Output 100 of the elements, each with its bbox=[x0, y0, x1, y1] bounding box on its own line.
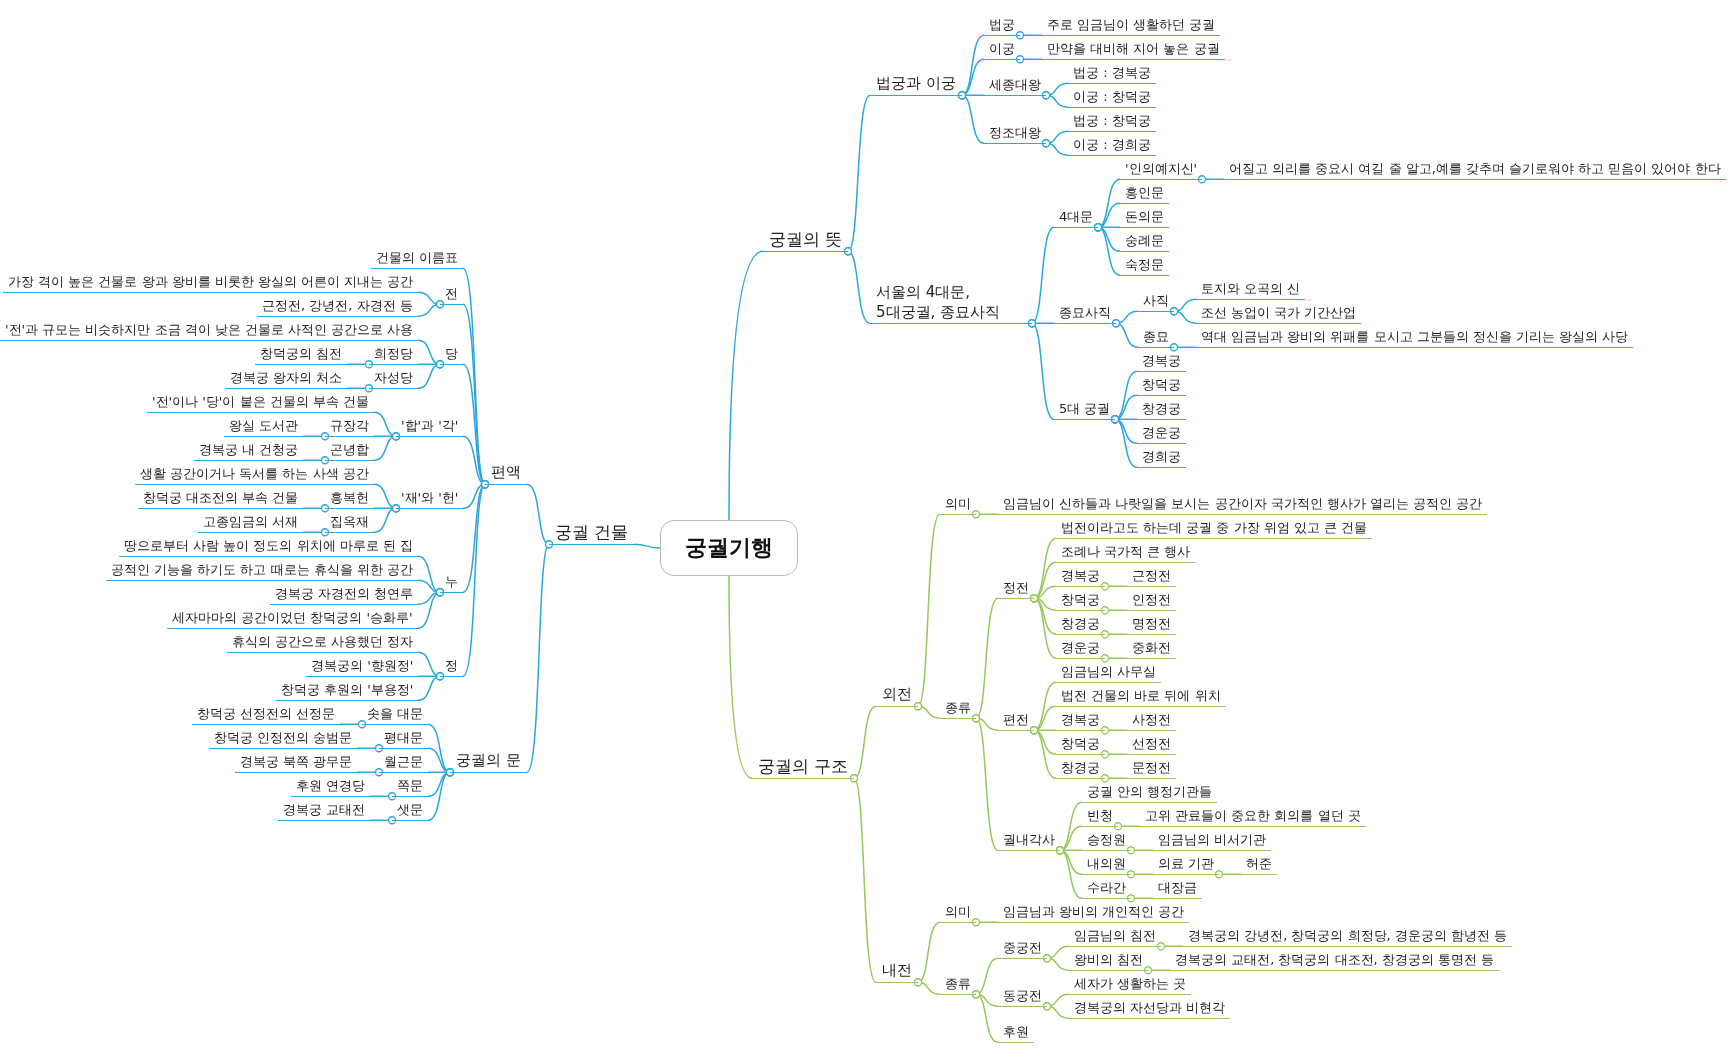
subtopic: 편액 bbox=[485, 463, 527, 485]
subtopic: 창덕궁의 침전 bbox=[255, 346, 348, 365]
branch-line bbox=[1143, 966, 1171, 975]
branch-line bbox=[1093, 223, 1121, 276]
branch-line bbox=[913, 702, 941, 719]
subtopic: 내의원 bbox=[1082, 856, 1131, 875]
branch-line bbox=[1197, 175, 1225, 184]
subtopic: 창덕궁 bbox=[1137, 377, 1186, 396]
subtopic: 임금님과 왕비의 개인적인 공간 bbox=[998, 904, 1190, 923]
branch-line bbox=[913, 978, 941, 995]
branch-line bbox=[1100, 774, 1128, 783]
subtopic: 후원 bbox=[998, 1024, 1034, 1043]
subtopic: 종묘 bbox=[1138, 329, 1174, 348]
branch-line bbox=[339, 720, 367, 729]
subtopic: 의료 기관 bbox=[1153, 856, 1220, 875]
subtopic: 경복궁 자경전의 청연루 bbox=[270, 586, 419, 605]
branch-line bbox=[1126, 846, 1154, 855]
branch-line bbox=[417, 588, 445, 629]
branch-line bbox=[373, 432, 401, 461]
branch-line bbox=[1055, 846, 1083, 899]
subtopic: 조례나 국가적 큰 행사 bbox=[1056, 544, 1196, 563]
branch-line bbox=[302, 456, 330, 465]
subtopic: 숭례문 bbox=[1120, 233, 1169, 252]
subtopic: 종묘사직 bbox=[1054, 305, 1116, 324]
subtopic: 빈청 bbox=[1082, 808, 1118, 827]
subtopic: 경희궁 bbox=[1137, 449, 1186, 468]
subtopic: 임금님의 비서기관 bbox=[1153, 832, 1272, 851]
subtopic: 월근문 bbox=[379, 754, 428, 773]
subtopic: 고종임금의 서재 bbox=[198, 514, 304, 533]
subtopic: 토지와 오곡의 신 bbox=[1196, 281, 1306, 300]
branch-line bbox=[728, 575, 753, 779]
branch-line bbox=[1156, 942, 1184, 951]
branch-line bbox=[1041, 139, 1069, 156]
branch-line bbox=[971, 714, 999, 851]
branch-line bbox=[1113, 822, 1141, 831]
branch-line bbox=[417, 360, 445, 389]
subtopic: '재'와 '헌' bbox=[396, 490, 464, 509]
subtopic: 정전 bbox=[998, 580, 1034, 599]
branch-line bbox=[1126, 894, 1154, 903]
branch-line bbox=[373, 504, 401, 533]
subtopic: 사정전 bbox=[1127, 712, 1176, 731]
branch-line bbox=[1100, 726, 1128, 735]
subtopic: 세자마마의 공간이었던 창덕궁의 '승화루' bbox=[167, 610, 418, 629]
branch-line bbox=[346, 384, 374, 393]
subtopic: 경복궁 내 건청궁 bbox=[194, 442, 304, 461]
subtopic: 왕실 도서관 bbox=[224, 418, 304, 437]
subtopic: 세자가 생활하는 곳 bbox=[1069, 976, 1192, 995]
branch-line bbox=[1027, 319, 1055, 420]
subtopic: 서울의 4대문, 5대궁궐, 종묘사직 bbox=[870, 283, 1032, 324]
branch-line bbox=[369, 816, 397, 825]
subtopic: 가장 격이 높은 건물로 왕과 왕비를 비롯한 왕실의 어른이 지내는 공간 bbox=[3, 274, 419, 293]
branch-line bbox=[957, 91, 985, 144]
subtopic: 어질고 의리를 중요시 여길 줄 알고,예를 갖추며 슬기로워야 하고 믿음이 있어야 한다 bbox=[1224, 161, 1726, 180]
subtopic: 사직 bbox=[1138, 293, 1174, 312]
subtopic: 내전 bbox=[876, 961, 918, 983]
subtopic: 조선 농업이 국가 기간산업 bbox=[1196, 305, 1362, 324]
branch-line bbox=[346, 360, 374, 369]
subtopic: 만약을 대비해 지어 놓은 궁궐 bbox=[1042, 41, 1225, 60]
subtopic: 문정전 bbox=[1127, 760, 1176, 779]
branch-line bbox=[302, 504, 330, 513]
subtopic: 종류 bbox=[940, 700, 976, 719]
branch-line bbox=[1169, 343, 1197, 352]
subtopic: 궐내각사 bbox=[998, 832, 1060, 851]
subtopic: 창덕궁 인정전의 숭범문 bbox=[209, 730, 358, 749]
subtopic: 경복궁의 강녕전, 창덕궁의 희정당, 경운궁의 함녕전 등 bbox=[1183, 928, 1513, 947]
subtopic: 창경궁 bbox=[1056, 760, 1105, 779]
subtopic: 돈의문 bbox=[1120, 209, 1169, 228]
subtopic: 규장각 bbox=[325, 418, 374, 437]
subtopic: '전'과 규모는 비슷하지만 조금 격이 낮은 건물로 사적인 공간으로 사용 bbox=[0, 322, 419, 341]
subtopic: 중화전 bbox=[1127, 640, 1176, 659]
branch-line bbox=[1100, 582, 1128, 591]
branch-line bbox=[526, 540, 554, 773]
subtopic: 이궁 : 창덕궁 bbox=[1068, 89, 1156, 108]
subtopic: 임금님의 사무실 bbox=[1056, 664, 1162, 683]
branch-line bbox=[1169, 307, 1197, 324]
main-topic: 궁궐 건물 bbox=[549, 521, 635, 546]
branch-line bbox=[971, 918, 999, 927]
branch-line bbox=[302, 432, 330, 441]
subtopic: '전'이나 '당'이 붙은 건물의 부속 건물 bbox=[147, 394, 374, 413]
subtopic: 선정전 bbox=[1127, 736, 1176, 755]
subtopic: 근정전, 강녕전, 자경전 등 bbox=[257, 298, 418, 317]
subtopic: 누 bbox=[440, 574, 463, 593]
subtopic: 고위 관료들이 중요한 회의를 열던 곳 bbox=[1140, 808, 1366, 827]
subtopic: 자성당 bbox=[369, 370, 418, 389]
subtopic: 세종대왕 bbox=[984, 77, 1046, 96]
subtopic: 경복궁 북쪽 광무문 bbox=[235, 754, 358, 773]
subtopic: 정조대왕 bbox=[984, 125, 1046, 144]
subtopic: 공적인 기능을 하기도 하고 때로는 휴식을 위한 공간 bbox=[106, 562, 418, 581]
subtopic: 허준 bbox=[1241, 856, 1277, 875]
branch-line bbox=[1042, 954, 1070, 971]
branch-line bbox=[1029, 726, 1057, 779]
branch-line bbox=[1041, 91, 1069, 108]
subtopic: 경운궁 bbox=[1056, 640, 1105, 659]
subtopic: 창경궁 bbox=[1137, 401, 1186, 420]
subtopic: 경운궁 bbox=[1137, 425, 1186, 444]
main-topic: 궁궐의 뜻 bbox=[763, 228, 849, 253]
subtopic: 전 bbox=[440, 286, 463, 305]
subtopic: 집옥재 bbox=[325, 514, 374, 533]
subtopic: 이궁 : 경희궁 bbox=[1068, 137, 1156, 156]
subtopic: 궁궐 안의 행정기관들 bbox=[1082, 784, 1218, 803]
